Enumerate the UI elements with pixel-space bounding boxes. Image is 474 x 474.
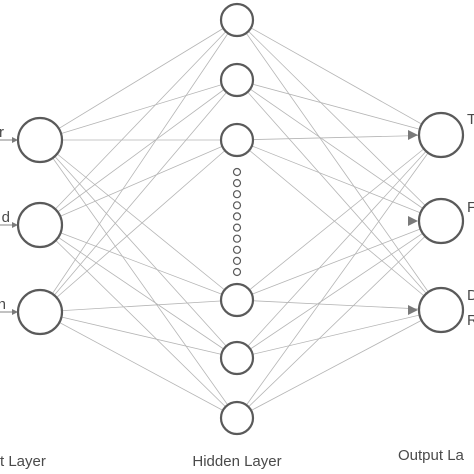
output-arrowhead-1 [408, 130, 418, 140]
output-arrows [408, 130, 418, 315]
hidden-output-connection-19 [236, 19, 442, 136]
input-hidden-connection-18 [39, 311, 238, 419]
output-layer-title: Output La [398, 447, 465, 464]
input-hidden-connection-4 [39, 139, 238, 301]
hidden-output-connection-22 [236, 79, 442, 136]
ellipsis-dot [232, 190, 242, 199]
hidden-output-connection-21 [236, 19, 442, 311]
hidden-output-connection-35 [236, 220, 442, 419]
hidden-node-1 [219, 2, 255, 38]
hidden-output-connection-32 [236, 220, 442, 359]
hidden-node-5 [219, 340, 255, 376]
input-node-1 [16, 116, 64, 164]
hidden-node-4 [219, 282, 255, 318]
ellipsis-dot [232, 234, 242, 243]
input-hidden-connection-1 [39, 19, 238, 141]
input-hidden-connection-17 [39, 311, 238, 359]
output-label-3: D [467, 287, 474, 304]
input-label-2: d [2, 209, 10, 226]
input-hidden-connection-13 [39, 19, 238, 313]
input-hidden-connection-10 [39, 224, 238, 301]
input-hidden-connection-12 [39, 224, 238, 419]
neuron-nodes [16, 2, 465, 436]
ellipsis-dot [232, 179, 242, 188]
output-node-3 [417, 286, 465, 334]
hidden-output-connection-30 [236, 299, 442, 311]
output-arrowhead-3 [408, 305, 418, 315]
hidden-node-3 [219, 122, 255, 158]
input-arrowhead-1 [12, 137, 18, 143]
hidden-output-connection-26 [236, 139, 442, 222]
input-layer-title: t Layer [0, 453, 46, 470]
hidden-output-connection-34 [236, 134, 442, 419]
hidden-output-connection-27 [236, 139, 442, 311]
output-label-2: F [467, 199, 474, 216]
ellipsis-dot [232, 167, 242, 177]
input-node-3 [16, 288, 64, 336]
ellipsis-dot [232, 256, 242, 265]
output-node-1 [417, 111, 465, 159]
hidden-output-connection-23 [236, 79, 442, 222]
input-hidden-connection-9 [39, 139, 238, 226]
hidden-output-connection-28 [236, 134, 442, 301]
input-arrows [0, 137, 18, 315]
input-hidden-connection-16 [39, 299, 238, 313]
input-hidden-connection-14 [39, 79, 238, 313]
hidden-layer-title: Hidden Layer [192, 453, 281, 470]
output-node-2 [417, 197, 465, 245]
input-hidden-connection-8 [39, 79, 238, 226]
input-hidden-connection-15 [39, 139, 238, 313]
output-label-1: T [467, 111, 474, 128]
hidden-ellipsis-dots [232, 167, 242, 277]
input-arrowhead-2 [12, 222, 18, 228]
hidden-output-connection-33 [236, 309, 442, 359]
ellipsis-dot [232, 212, 242, 221]
hidden-output-connection-29 [236, 220, 442, 301]
input-hidden-connection-2 [39, 79, 238, 141]
input-arrowhead-3 [12, 309, 18, 315]
ellipsis-dot [232, 201, 242, 210]
hidden-output-connection-36 [236, 309, 442, 419]
output-label-4: R [467, 312, 474, 329]
hidden-output-connection-24 [236, 79, 442, 311]
input-hidden-connection-5 [39, 139, 238, 359]
hidden-output-connection-31 [236, 134, 442, 359]
hidden-output-connection-25 [236, 134, 442, 141]
input-hidden-connection-6 [39, 139, 238, 419]
input-label-1: r [0, 124, 4, 141]
hidden-node-6 [219, 400, 255, 436]
hidden-node-2 [219, 62, 255, 98]
ellipsis-dot [232, 245, 242, 254]
ellipsis-dot [232, 267, 242, 277]
ellipsis-dot [232, 223, 242, 232]
input-hidden-connection-7 [39, 19, 238, 226]
input-hidden-connection-11 [39, 224, 238, 359]
output-arrowhead-2 [408, 216, 418, 226]
input-node-2 [16, 201, 64, 249]
connection-lines [39, 19, 442, 419]
input-label-3: h [0, 296, 6, 313]
hidden-output-connection-20 [236, 19, 442, 222]
